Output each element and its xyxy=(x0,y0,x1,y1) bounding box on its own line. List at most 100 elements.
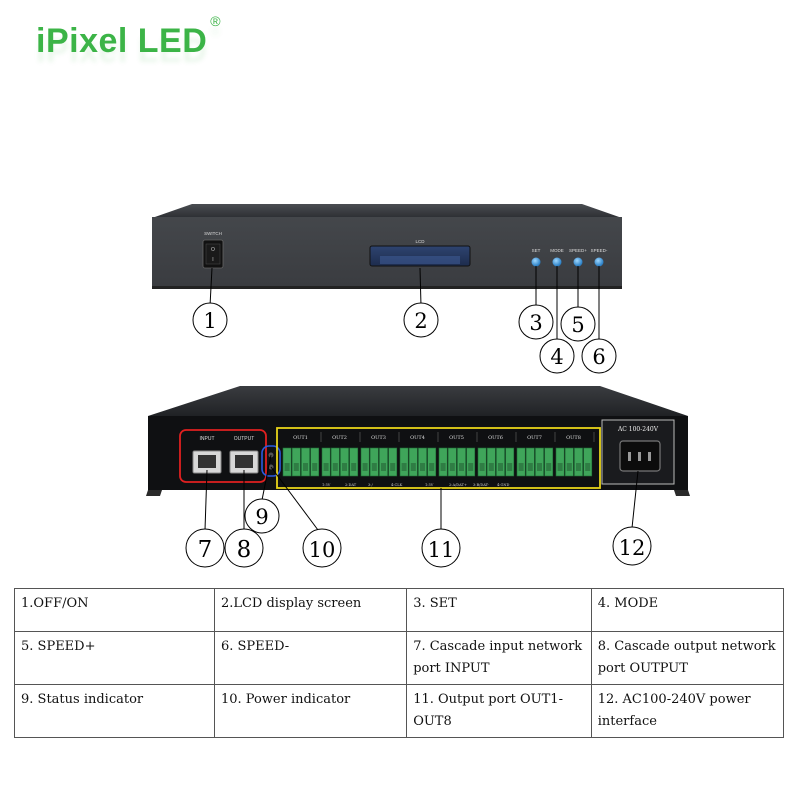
terminal-screw xyxy=(371,463,377,471)
brand-name: iPixel LED xyxy=(36,22,208,60)
terminal-pin[interactable] xyxy=(535,447,544,477)
terminal-pin[interactable] xyxy=(583,447,593,477)
output-terminal-group xyxy=(276,427,601,489)
terminal-pin[interactable] xyxy=(360,447,370,477)
terminal-screw xyxy=(429,463,435,471)
lcd-label: LCD xyxy=(415,239,425,244)
legend-table: 1.OFF/ON 2.LCD display screen 3. SET 4. … xyxy=(14,588,785,738)
switch-on-mark: O xyxy=(211,247,215,253)
terminal-screw xyxy=(537,463,542,471)
terminal-screw xyxy=(351,463,357,471)
output-port-socket xyxy=(235,455,253,468)
terminal-pin[interactable] xyxy=(505,447,515,477)
out-port-label: OUT6 xyxy=(488,435,503,441)
callout-1: 1 xyxy=(203,309,216,333)
brand-logo: iPixel LED® xyxy=(36,13,221,61)
terminal-pin[interactable] xyxy=(466,447,476,477)
set-button[interactable] xyxy=(531,257,541,267)
terminal-screw xyxy=(459,463,464,471)
legend-cell: 10. Power indicator xyxy=(213,684,408,738)
out-port-label: OUT7 xyxy=(527,435,542,441)
callout-circle xyxy=(518,304,554,340)
terminal-pin[interactable] xyxy=(477,447,487,477)
power-label: AC 100-240V xyxy=(617,426,659,433)
front-callouts xyxy=(192,266,617,374)
set-button-label: SET xyxy=(532,248,541,253)
terminal-screw xyxy=(507,463,513,471)
callout-5: 5 xyxy=(571,313,584,337)
terminal-pin[interactable] xyxy=(516,447,526,477)
output-port-label: OUTPUT xyxy=(234,436,255,442)
terminal-screw xyxy=(342,463,347,471)
terminal-blocks xyxy=(282,447,593,477)
terminal-pin[interactable] xyxy=(496,447,505,477)
callout-circle xyxy=(612,526,652,566)
terminal-pin[interactable] xyxy=(301,447,310,477)
legend-cell: 2.LCD display screen xyxy=(213,588,408,632)
terminal-screw xyxy=(440,463,446,471)
terminal-pin[interactable] xyxy=(447,447,457,477)
device-diagram: SWITCH O I LCD SET MODE SPEED+ SPEED- 1 xyxy=(146,204,690,568)
out-port-label: OUT5 xyxy=(449,435,464,441)
terminal-screw xyxy=(527,463,533,471)
terminal-pin[interactable] xyxy=(544,447,554,477)
terminal-screw xyxy=(518,463,524,471)
callout-circle xyxy=(192,302,228,338)
terminal-pin[interactable] xyxy=(388,447,398,477)
terminal-pin[interactable] xyxy=(349,447,359,477)
terminal-pin[interactable] xyxy=(564,447,574,477)
callout-7: 7 xyxy=(198,537,213,563)
switch-label: SWITCH xyxy=(204,231,222,236)
legend-cell: 6. SPEED- xyxy=(213,631,408,685)
out-port-label: OUT4 xyxy=(410,435,425,441)
terminal-pin[interactable] xyxy=(310,447,320,477)
callout-circle xyxy=(539,338,575,374)
socket-pin xyxy=(648,452,651,461)
leader-line xyxy=(204,469,208,531)
socket-pin xyxy=(638,452,641,461)
speed-plus-button[interactable] xyxy=(573,257,583,267)
terminal-screw xyxy=(488,463,494,471)
terminal-pin[interactable] xyxy=(379,447,388,477)
terminal-pin[interactable] xyxy=(555,447,565,477)
terminal-pin[interactable] xyxy=(418,447,427,477)
terminal-pin[interactable] xyxy=(438,447,448,477)
terminal-screw xyxy=(401,463,407,471)
socket-pin xyxy=(628,452,631,461)
terminal-pin[interactable] xyxy=(427,447,437,477)
terminal-pin[interactable] xyxy=(486,447,496,477)
terminal-screw xyxy=(449,463,455,471)
mode-button-label: MODE xyxy=(550,248,564,253)
terminal-pin[interactable] xyxy=(574,447,583,477)
terminal-screw xyxy=(498,463,503,471)
legend-cell: 3. SET xyxy=(406,588,592,632)
legend-row: 1.OFF/ON 2.LCD display screen 3. SET 4. … xyxy=(14,588,785,632)
terminal-screw xyxy=(284,463,290,471)
legend-cell: 8. Cascade output network port OUTPUT xyxy=(590,631,785,685)
callout-circle xyxy=(560,306,596,342)
switch-rocker xyxy=(205,243,221,265)
terminal-screw xyxy=(546,463,552,471)
terminal-pin[interactable] xyxy=(408,447,418,477)
terminal-pin-label: 1:5V xyxy=(322,483,331,487)
callout-12: 12 xyxy=(619,536,646,560)
speed-minus-button[interactable] xyxy=(594,257,604,267)
rear-callouts xyxy=(185,454,652,568)
terminal-pin[interactable] xyxy=(457,447,466,477)
terminal-pin[interactable] xyxy=(340,447,349,477)
terminal-pin[interactable] xyxy=(321,447,331,477)
legend-cell: 1.OFF/ON xyxy=(14,588,215,632)
leader-line xyxy=(631,470,639,529)
mode-button[interactable] xyxy=(552,257,562,267)
terminal-pin[interactable] xyxy=(291,447,301,477)
terminal-pin-label: 1:5V xyxy=(425,483,434,487)
terminal-pin[interactable] xyxy=(399,447,409,477)
terminal-pin[interactable] xyxy=(369,447,379,477)
terminal-pin[interactable] xyxy=(282,447,292,477)
terminal-pin[interactable] xyxy=(330,447,340,477)
terminal-pin[interactable] xyxy=(525,447,535,477)
legend-cell: 11. Output port OUT1-OUT8 xyxy=(406,684,592,738)
input-port-socket xyxy=(198,455,216,468)
out-port-label: OUT1 xyxy=(293,435,308,441)
